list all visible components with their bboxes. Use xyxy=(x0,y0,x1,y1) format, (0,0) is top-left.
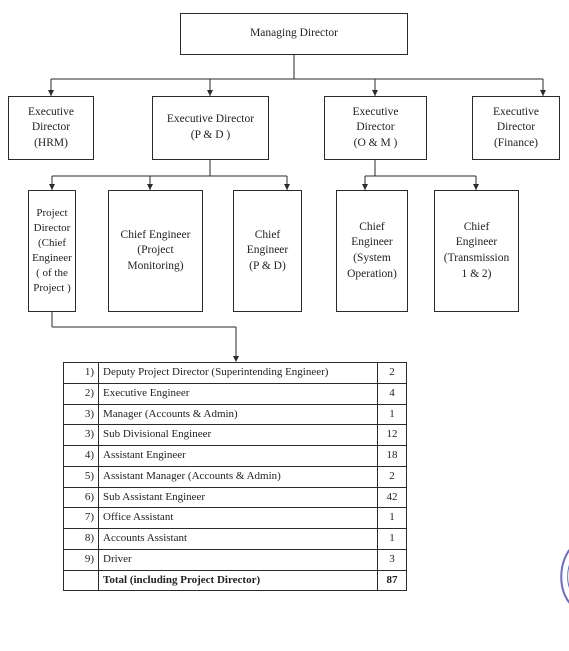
project-director-label: Project Director (Chief Engineer ( of th… xyxy=(32,207,72,294)
exec-director-hrm-label: Executive Director (HRM) xyxy=(28,105,74,149)
chief-engineer-project-monitoring-label: Chief Engineer (Project Monitoring) xyxy=(120,228,191,272)
count-cell: 2 xyxy=(377,465,407,488)
count-cell: 1 xyxy=(377,403,407,426)
count-cell: 3 xyxy=(377,548,407,571)
position-cell: Assistant Manager (Accounts & Admin) xyxy=(98,465,378,488)
seal-stamp xyxy=(560,549,569,604)
count-cell: 1 xyxy=(377,528,407,550)
position-cell: Assistant Engineer xyxy=(98,445,378,467)
count-cell: 2 xyxy=(377,362,407,384)
row-number-cell: 8) xyxy=(63,528,99,550)
exec-director-finance-label: Executive Director (Finance) xyxy=(493,105,539,149)
chief-engineer-system-operation-label: Chief Engineer (System Operation) xyxy=(347,220,397,280)
count-cell: 42 xyxy=(377,486,407,509)
count-cell: 87 xyxy=(377,569,407,592)
exec-director-om-label: Executive Director (O & M ) xyxy=(352,105,399,149)
row-number-cell: 1) xyxy=(63,362,99,384)
managing-director-box: Managing Director xyxy=(180,13,408,55)
chief-engineer-system-operation-box: Chief Engineer (System Operation) xyxy=(336,190,408,312)
exec-director-pd-label: Executive Director (P & D ) xyxy=(166,113,255,141)
position-cell: Total (including Project Director) xyxy=(98,569,378,592)
row-number-cell: 2) xyxy=(63,382,99,405)
row-number-cell: 7) xyxy=(63,507,99,529)
count-cell: 18 xyxy=(377,445,407,467)
position-cell: Sub Divisional Engineer xyxy=(98,424,378,446)
chief-engineer-pd-box: Chief Engineer (P & D) xyxy=(233,190,302,312)
row-number-cell xyxy=(63,569,99,592)
row-number-cell: 4) xyxy=(63,445,99,467)
position-cell: Sub Assistant Engineer xyxy=(98,486,378,509)
chief-engineer-transmission-label: Chief Engineer (Transmission 1 & 2) xyxy=(443,220,510,280)
row-number-cell: 5) xyxy=(63,465,99,488)
position-cell: Deputy Project Director (Superintending … xyxy=(98,362,378,384)
exec-director-hrm-box: Executive Director (HRM) xyxy=(8,96,94,160)
position-cell: Manager (Accounts & Admin) xyxy=(98,403,378,426)
exec-director-om-box: Executive Director (O & M ) xyxy=(324,96,427,160)
chief-engineer-pd-label: Chief Engineer (P & D) xyxy=(246,228,289,272)
exec-director-finance-box: Executive Director (Finance) xyxy=(472,96,560,160)
exec-director-pd-box: Executive Director (P & D ) xyxy=(152,96,269,160)
position-cell: Accounts Assistant xyxy=(98,528,378,550)
position-cell: Office Assistant xyxy=(98,507,378,529)
project-director-box: Project Director (Chief Engineer ( of th… xyxy=(28,190,76,312)
managing-director-label: Managing Director xyxy=(250,27,338,40)
row-number-cell: 6) xyxy=(63,486,99,509)
row-number-cell: 3) xyxy=(63,424,99,446)
position-cell: Executive Engineer xyxy=(98,382,378,405)
row-number-cell: 9) xyxy=(63,548,99,571)
table-row: 3)Manager (Accounts & Admin)1 xyxy=(63,403,407,426)
count-cell: 1 xyxy=(377,507,407,529)
chief-engineer-transmission-box: Chief Engineer (Transmission 1 & 2) xyxy=(434,190,519,312)
project-staff-table-body: 1)Deputy Project Director (Superintendin… xyxy=(63,362,407,592)
chief-engineer-project-monitoring-box: Chief Engineer (Project Monitoring) xyxy=(108,190,203,312)
table-row: 5)Assistant Manager (Accounts & Admin)2 xyxy=(63,465,407,488)
row-number-cell: 3) xyxy=(63,403,99,426)
project-staff-table: 1)Deputy Project Director (Superintendin… xyxy=(63,362,407,592)
table-row: 1)Deputy Project Director (Superintendin… xyxy=(63,362,407,384)
position-cell: Driver xyxy=(98,548,378,571)
count-cell: 12 xyxy=(377,424,407,446)
table-total-row: Total (including Project Director)87 xyxy=(63,569,407,592)
count-cell: 4 xyxy=(377,382,407,405)
